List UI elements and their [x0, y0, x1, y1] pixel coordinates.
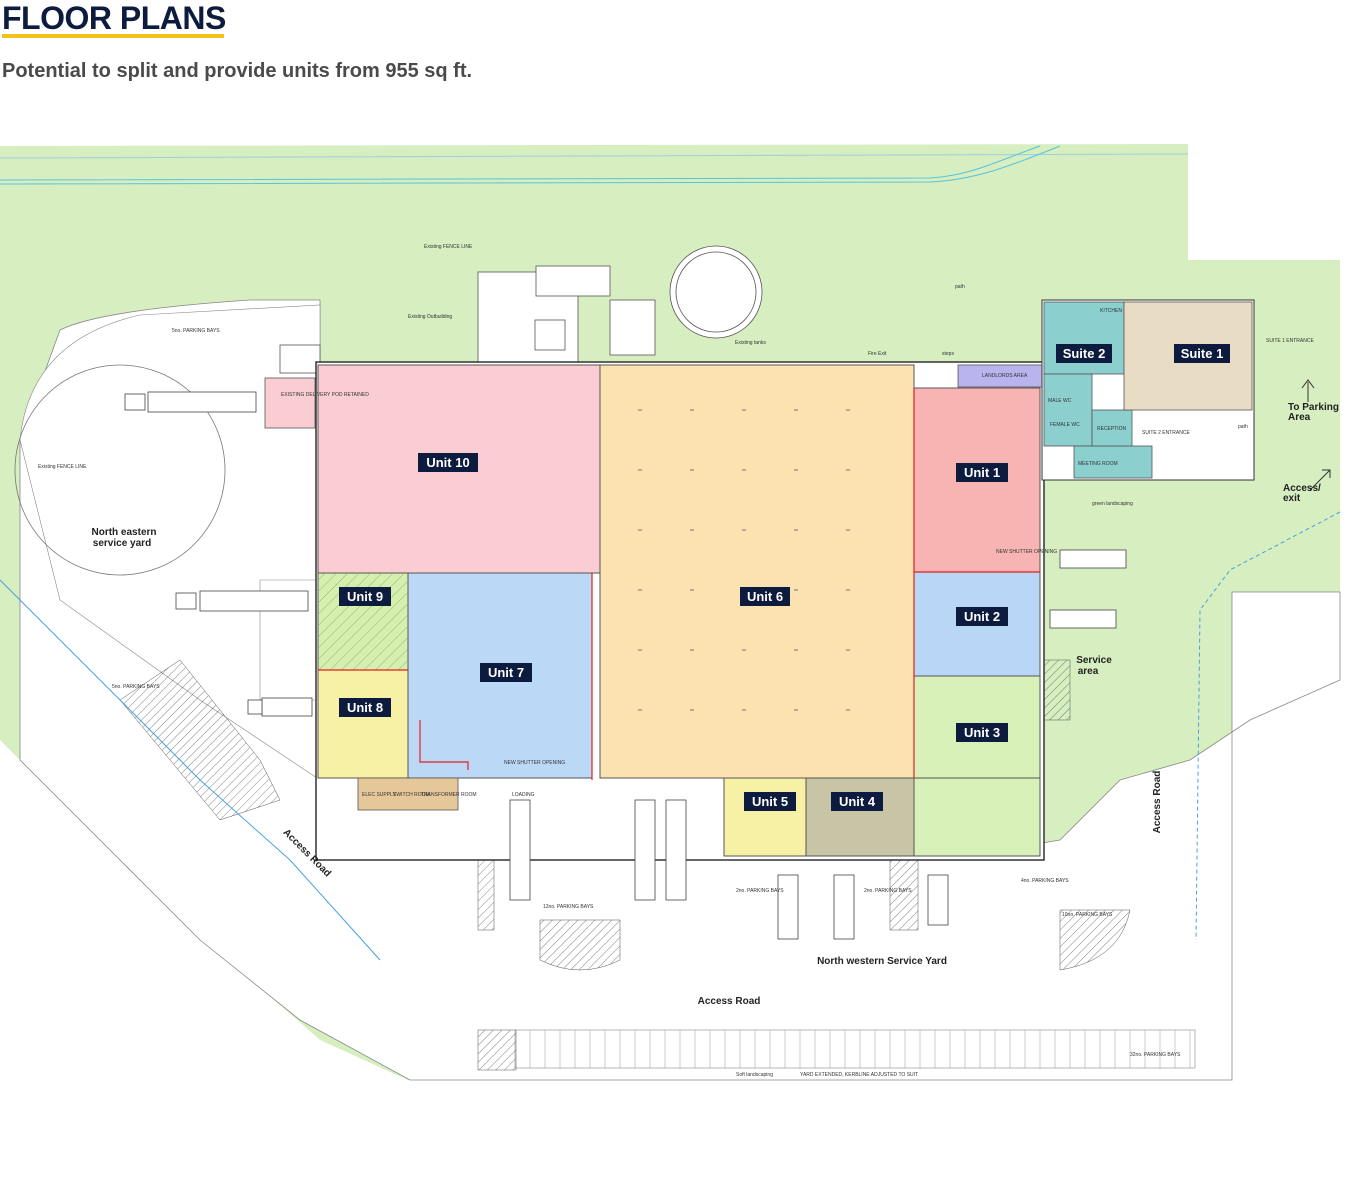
unit-5-area [723, 777, 807, 857]
landlords-area-label: LANDLORDS AREA [982, 373, 1028, 379]
unit-label-unit-7[interactable]: Unit 7 [480, 663, 532, 682]
trucks [124, 391, 1127, 940]
title-underline [2, 34, 224, 38]
to-parking-label: To Parking [1288, 402, 1339, 413]
unit-label-suite-1[interactable]: Suite 1 [1174, 344, 1230, 363]
unit-8-area [317, 669, 409, 779]
fire-exit-label: Fire Exit [868, 351, 887, 357]
svg-text:Unit 10: Unit 10 [426, 455, 469, 470]
green-landscaping-label: green landscaping [1092, 501, 1133, 507]
parking-label: 32no. PARKING BAYS [1130, 1052, 1181, 1058]
stream-line [0, 145, 1041, 181]
access-road-label-bottom: Access Road [698, 996, 761, 1007]
elec-supply-label: ELEC SUPPLY [362, 792, 396, 798]
female-wc-label: FEMALE WC [1050, 422, 1080, 428]
unit-label-unit-10[interactable]: Unit 10 [418, 453, 478, 472]
suite2-entrance-label: SUITE 2 ENTRANCE [1142, 430, 1190, 436]
outbuildings [264, 245, 763, 429]
drainage-line [0, 579, 381, 961]
svg-text:Unit 7: Unit 7 [488, 665, 524, 680]
unit-boundary [419, 720, 469, 770]
meeting-room [1073, 445, 1153, 479]
parking-label: 5no. PARKING BAYS [172, 328, 220, 334]
suite-2-lower [1043, 373, 1093, 447]
svg-text:Unit 6: Unit 6 [747, 589, 783, 604]
unit-label-unit-1[interactable]: Unit 1 [956, 463, 1008, 482]
parking-label: 10no. PARKING BAYS [1062, 912, 1113, 918]
unit-label-unit-4[interactable]: Unit 4 [831, 792, 883, 811]
meeting-room-label: MEETING ROOM [1078, 461, 1118, 467]
parking-label: 5no. PARKING BAYS [112, 684, 160, 690]
outbuilding-label: Existing Outbuilding [408, 314, 452, 320]
delivery-pod-label: EXISTING DELIVERY POD RETAINED [281, 392, 369, 398]
floor-plan-diagram: Unit 10 Unit 6 Unit 7 Unit 9 Unit 8 Unit… [0, 144, 1341, 1081]
service-rooms [357, 777, 459, 811]
parking-label: 4no. PARKING BAYS [1021, 878, 1069, 884]
svg-text:Suite 2: Suite 2 [1063, 346, 1106, 361]
parking-label: 2no. PARKING BAYS [864, 888, 912, 894]
north-western-yard-label: North western Service Yard [817, 956, 947, 967]
stream-line [0, 145, 1061, 185]
shutter-opening-label: NEW SHUTTER OPENING [504, 760, 565, 766]
unit-label-unit-5[interactable]: Unit 5 [744, 792, 796, 811]
shutter-opening-label: NEW SHUTTER OPENING [996, 549, 1057, 555]
loading-label: LOADING [512, 792, 535, 798]
svg-text:Suite 1: Suite 1 [1181, 346, 1224, 361]
soft-landscaping-label: Soft landscaping [736, 1072, 773, 1078]
north-eastern-yard-label: service yard [93, 538, 151, 549]
drainage-line [1195, 511, 1341, 941]
path-label: path [955, 284, 965, 290]
hatched-area [889, 859, 919, 931]
access-exit-label: Access/ [1283, 483, 1321, 494]
reception [1091, 409, 1133, 447]
unit-label-unit-8[interactable]: Unit 8 [339, 698, 391, 717]
svg-text:Unit 2: Unit 2 [964, 609, 1000, 624]
page-subtitle: Potential to split and provide units fro… [2, 60, 473, 82]
svg-text:Unit 9: Unit 9 [347, 589, 383, 604]
stream-line [0, 153, 1189, 159]
unit-4-area [805, 777, 915, 857]
hatched-area [1059, 909, 1131, 971]
yard-extended-label: YARD EXTENDED, KERBLINE ADJUSTED TO SUIT [800, 1072, 918, 1078]
service-area-label: Service [1076, 655, 1112, 666]
hatched-area [1039, 659, 1071, 721]
north-eastern-yard-label: North eastern [91, 527, 156, 538]
path-label: path [1238, 424, 1248, 430]
to-parking-label: Area [1288, 412, 1311, 423]
service-area-label: area [1078, 666, 1099, 677]
arrow-icon [1301, 379, 1331, 491]
unit-label-suite-2[interactable]: Suite 2 [1056, 344, 1112, 363]
unit-6-area [599, 364, 915, 779]
svg-text:Unit 5: Unit 5 [752, 794, 788, 809]
unit-label-unit-3[interactable]: Unit 3 [956, 723, 1008, 742]
male-wc-label: MALE WC [1048, 398, 1072, 404]
switch-room-label: SWITCH ROOM [393, 792, 430, 798]
steps-label: steps [942, 351, 954, 357]
kitchen-label: KITCHEN [1100, 308, 1122, 314]
turning-circle [14, 364, 226, 576]
tanks-label: Existing tanks [735, 340, 766, 346]
unit-3-lower [913, 777, 1041, 857]
svg-text:Unit 3: Unit 3 [964, 725, 1000, 740]
transformer-room-label: TRANSFORMER ROOM [421, 792, 477, 798]
unit-label-unit-9[interactable]: Unit 9 [339, 587, 391, 606]
hatched-area [539, 919, 621, 971]
parking-label: 12no. PARKING BAYS [543, 904, 594, 910]
parking-label: 2no. PARKING BAYS [736, 888, 784, 894]
hatched-area [477, 1029, 517, 1071]
access-exit-label: exit [1283, 493, 1301, 504]
page-title: FLOOR PLANS [2, 0, 226, 36]
unit-label-unit-6[interactable]: Unit 6 [740, 587, 790, 606]
unit-label-unit-2[interactable]: Unit 2 [956, 607, 1008, 626]
suite-entrance-label: SUITE 1 ENTRANCE [1266, 338, 1314, 344]
parking-bays-bottom [514, 1029, 1196, 1069]
hatched-area [119, 659, 281, 821]
access-road-label-right: Access Road [1152, 771, 1163, 834]
svg-text:Unit 1: Unit 1 [964, 465, 1000, 480]
fence-line-label: Existing FENCE LINE [38, 464, 87, 470]
svg-text:Unit 8: Unit 8 [347, 700, 383, 715]
reception-label: RECEPTION [1097, 426, 1127, 432]
svg-text:Unit 4: Unit 4 [839, 794, 876, 809]
fence-line-label: Existing FENCE LINE [424, 244, 473, 250]
